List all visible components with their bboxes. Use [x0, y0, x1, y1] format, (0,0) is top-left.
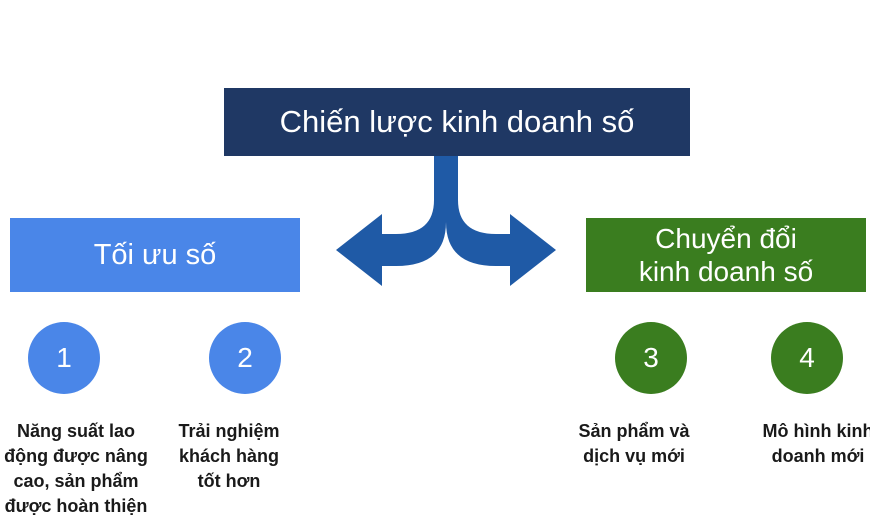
step-2-caption-line-2: khách hàng: [178, 446, 280, 466]
step-2-circle: 2: [209, 322, 281, 394]
digital-optimization-box: Tối ưu số: [10, 218, 300, 292]
step-3-circle: 3: [615, 322, 687, 394]
step-4-number: 4: [799, 342, 815, 373]
main-strategy-box: Chiến lược kinh doanh số: [224, 88, 690, 156]
step-1-caption-line-1: Năng suất lao: [16, 421, 136, 441]
step-1-number: 1: [56, 342, 72, 373]
step-1-circle: 1: [28, 322, 100, 394]
step-4-circle: 4: [771, 322, 843, 394]
step-2-caption-line-1: Trải nghiệm: [178, 421, 280, 441]
step-1-caption-line-3: cao, sản phẩm: [13, 471, 139, 491]
step-3-caption: Sản phẩm và dịch vụ mới: [564, 419, 704, 469]
step-2-number: 2: [237, 342, 253, 373]
step-1-caption: Năng suất lao động được nâng cao, sản ph…: [0, 419, 158, 519]
branch-arrow-shape: [336, 156, 556, 286]
main-strategy-title: Chiến lược kinh doanh số: [279, 104, 635, 140]
step-1-caption-line-2: động được nâng: [4, 446, 148, 466]
step-4-caption: Mô hình kinh doanh mới: [748, 419, 870, 469]
digital-transformation-label-line-2: kinh doanh số: [638, 256, 814, 287]
step-4-caption-line-2: doanh mới: [771, 446, 865, 466]
step-3-number: 3: [643, 342, 659, 373]
digital-optimization-label: Tối ưu số: [93, 238, 217, 271]
step-2-caption: Trải nghiệm khách hàng tốt hơn: [168, 419, 290, 494]
step-3-caption-line-1: Sản phẩm và: [578, 421, 690, 441]
step-3-caption-line-2: dịch vụ mới: [583, 446, 685, 466]
digital-transformation-box: Chuyển đổi kinh doanh số: [586, 218, 866, 292]
step-1-caption-line-4: được hoàn thiện: [4, 496, 148, 516]
step-2-caption-line-3: tốt hơn: [197, 471, 261, 491]
digital-transformation-label-line-1: Chuyển đổi: [655, 222, 797, 254]
step-4-caption-line-1: Mô hình kinh: [762, 421, 870, 441]
